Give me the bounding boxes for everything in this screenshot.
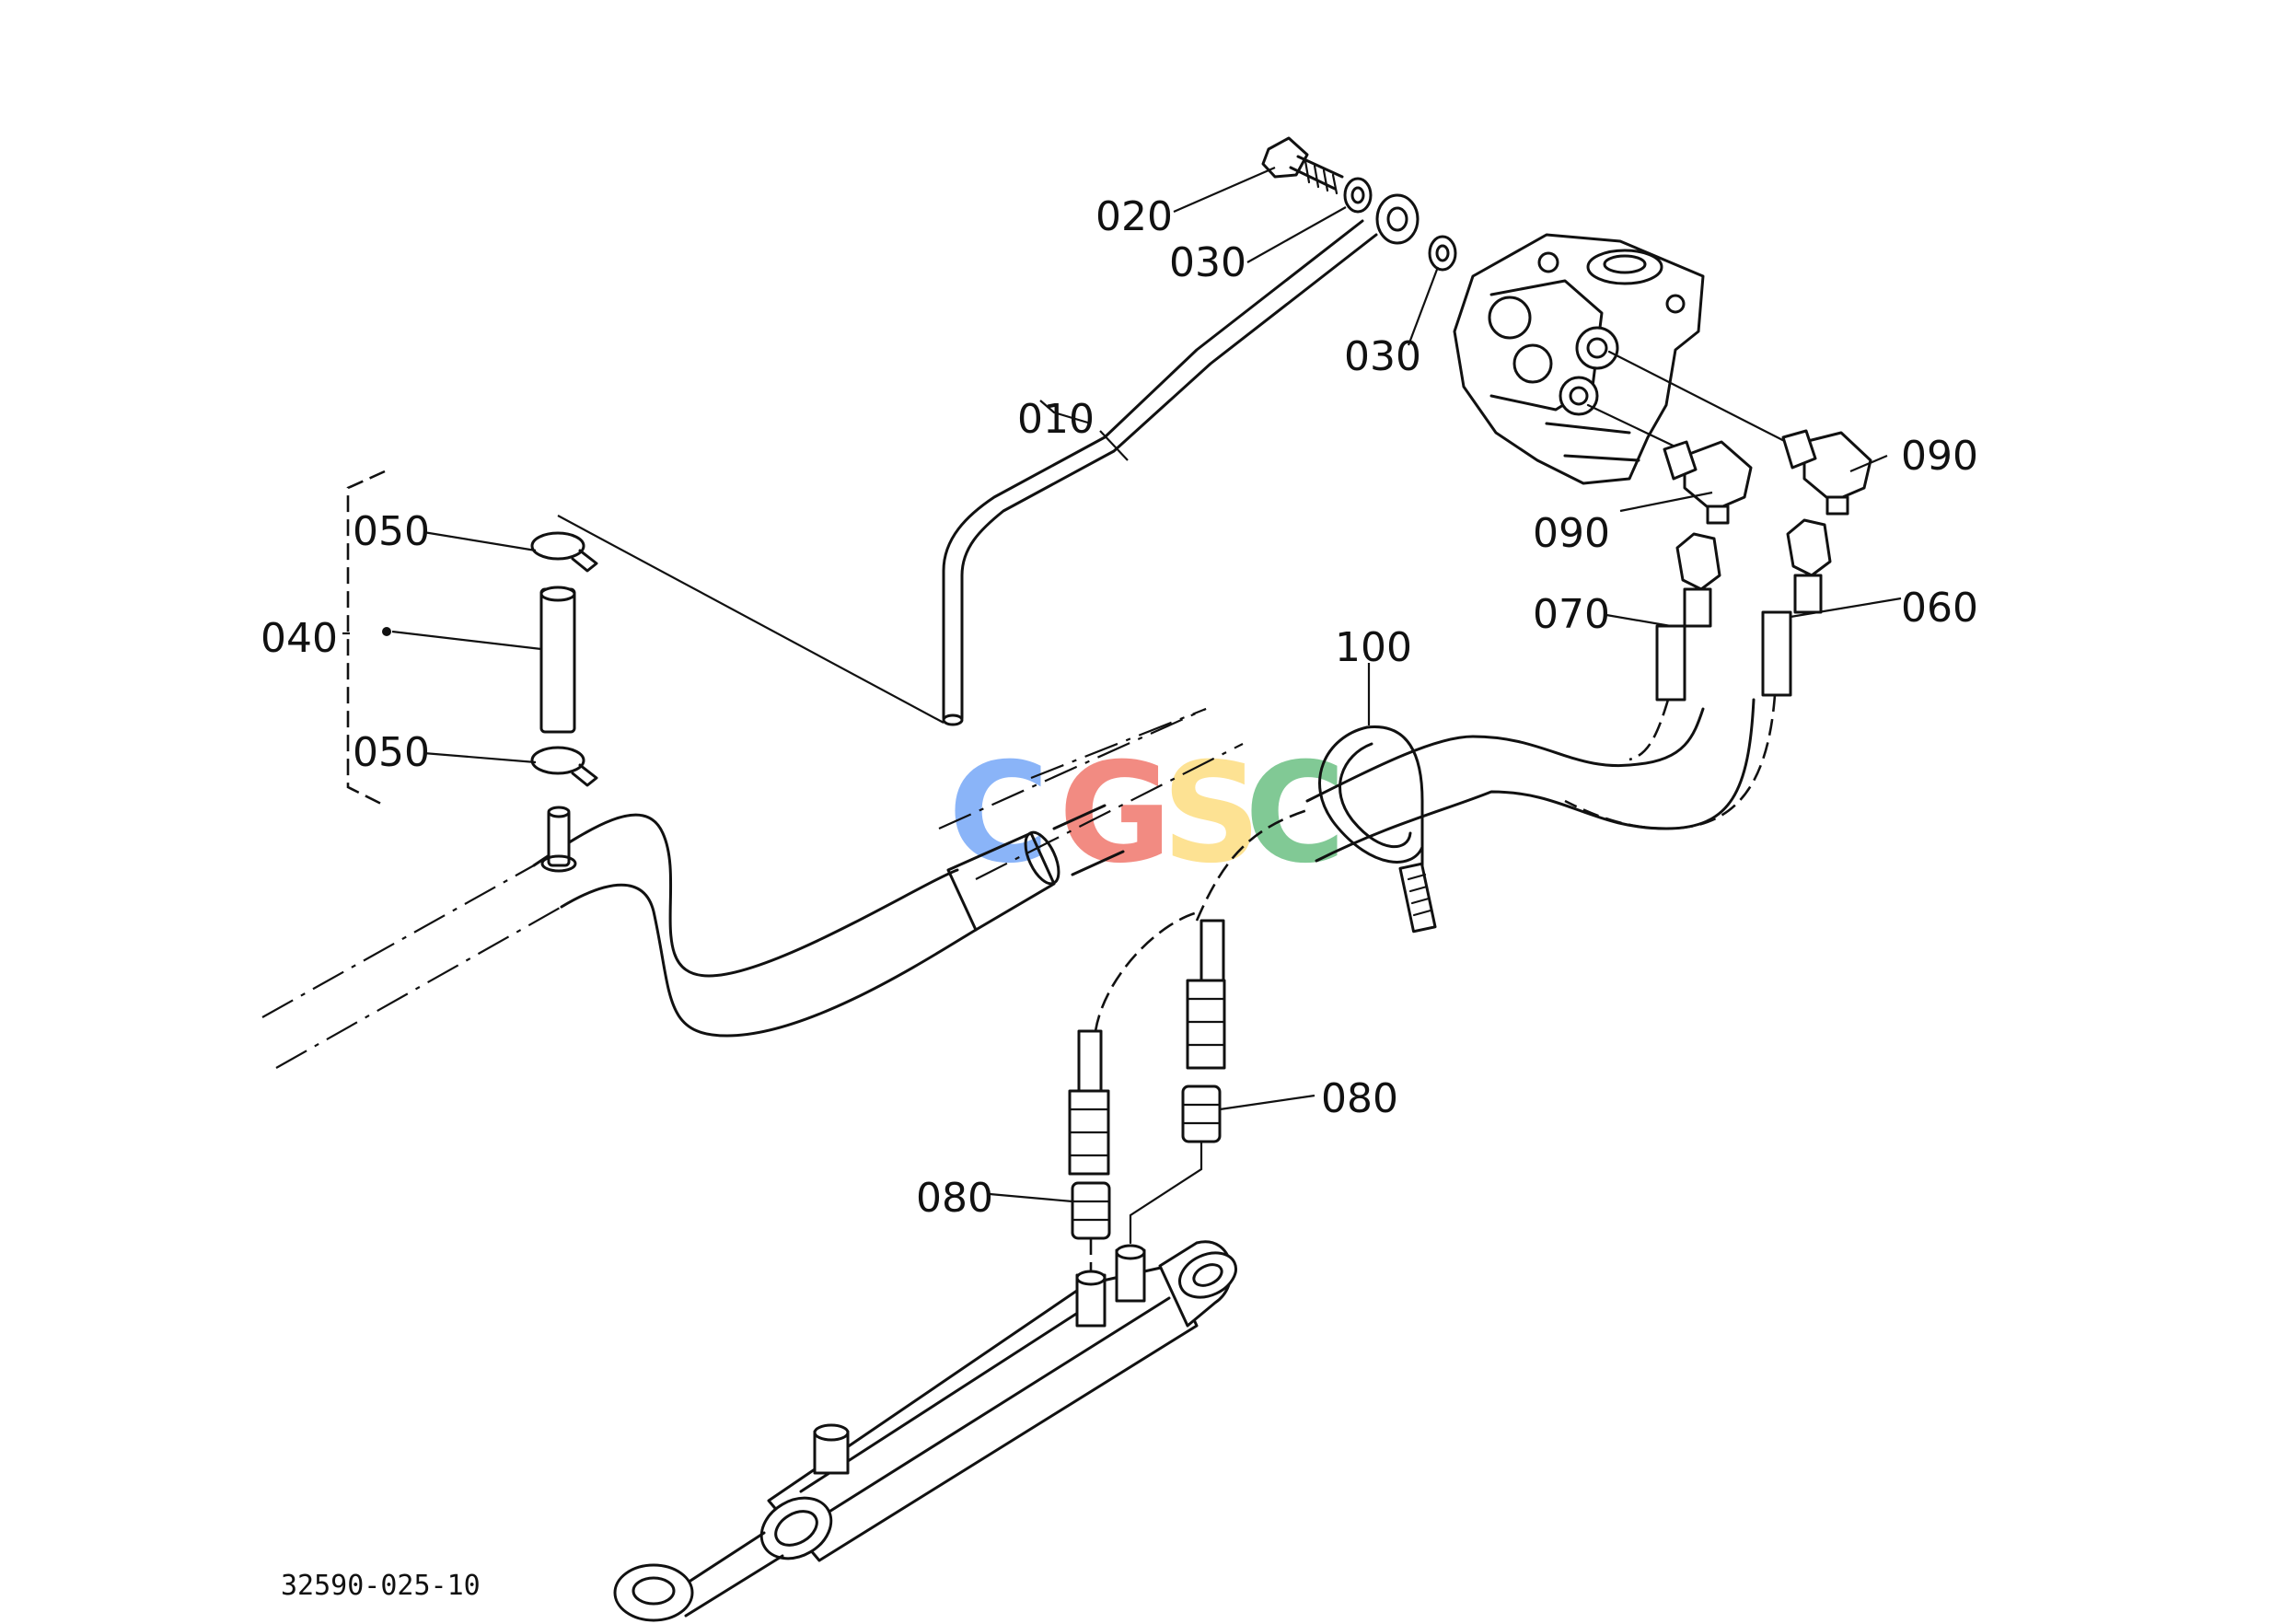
- main-hose: [532, 698, 1756, 1038]
- label-part-030-upper[interactable]: 030: [1169, 239, 1246, 286]
- label-part-090-left[interactable]: 090: [1533, 510, 1610, 557]
- adapter-080: [1071, 1085, 1222, 1275]
- label-part-050-lower[interactable]: 050: [353, 729, 430, 776]
- lower-hoses: [1068, 808, 1308, 1176]
- label-part-010[interactable]: 010: [1017, 396, 1095, 443]
- axle-outline: [261, 707, 1244, 1069]
- hose-070: [1628, 532, 1721, 761]
- hose-060: [1564, 518, 1832, 830]
- steering-cylinder: [613, 1240, 1237, 1622]
- label-part-020[interactable]: 020: [1095, 193, 1173, 240]
- label-part-090-right[interactable]: 090: [1901, 433, 1978, 480]
- leader-lines: [342, 166, 1902, 1203]
- elbow-fittings: [1663, 429, 1872, 525]
- label-part-060[interactable]: 060: [1901, 585, 1978, 632]
- pipe-010: [942, 193, 1420, 726]
- label-part-040[interactable]: 040: [261, 615, 338, 662]
- steering-valve: [1453, 233, 1806, 485]
- label-part-030-lower[interactable]: 030: [1344, 333, 1421, 380]
- label-part-050-upper[interactable]: 050: [353, 508, 430, 555]
- band-clamp: [1318, 725, 1437, 934]
- part-labels: 010 020 030 030 040 050 050 060 070 080 …: [261, 193, 1978, 1222]
- watermark-logo: C G S C: [948, 734, 1346, 894]
- label-part-100[interactable]: 100: [1335, 624, 1412, 671]
- return-hose-assembly: [346, 470, 944, 873]
- watermark-letter-g: G: [1059, 734, 1172, 894]
- label-part-080-right[interactable]: 080: [1321, 1075, 1398, 1122]
- banjo-bolt-set: [1261, 136, 1457, 272]
- diagram-reference-number: 32590-025-10: [281, 1570, 481, 1602]
- label-part-080-left[interactable]: 080: [916, 1175, 993, 1222]
- label-part-070[interactable]: 070: [1533, 591, 1610, 638]
